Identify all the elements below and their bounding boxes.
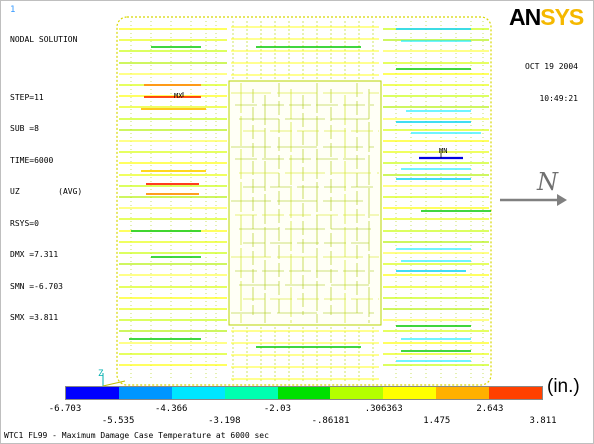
legend-tick-label: 1.475 <box>423 416 451 426</box>
legend-tick-label: -6.703 <box>48 404 82 414</box>
info-line-smn: SMN =-6.703 <box>10 281 63 291</box>
floor-beams <box>119 21 491 381</box>
solution-info-block: NODAL SOLUTION STEP=11 SUB =8 TIME=6000 … <box>10 14 82 345</box>
legend-tick-label: -4.366 <box>154 404 188 414</box>
info-line-dmx: DMX =7.311 <box>10 250 59 259</box>
legend-color-band <box>277 387 331 399</box>
legend-color-band <box>224 387 278 399</box>
core-boundary <box>228 80 382 326</box>
legend-color-band <box>489 387 543 399</box>
contour-legend-bar <box>65 386 543 400</box>
legend-tick-label: -.86181 <box>311 416 350 426</box>
logo-part-an: AN <box>509 4 541 30</box>
floor-perimeter <box>116 16 492 386</box>
legend-tick-label: -2.03 <box>263 404 291 414</box>
floor-outline <box>116 16 492 386</box>
solution-label: NODAL SOLUTION <box>10 35 78 44</box>
timestamp-block: OCT 19 2004 10:49:21 <box>525 41 578 125</box>
info-line-rsys: RSYS=0 <box>10 218 39 228</box>
legend-tick-label: 2.643 <box>476 404 504 414</box>
window-number: 1 <box>10 5 16 15</box>
legend-tick-label: -3.198 <box>208 416 241 426</box>
info-line-step: STEP=11 <box>10 92 44 102</box>
legend-unit-label: (in.) <box>547 376 580 397</box>
info-line-sub: SUB =8 <box>10 124 39 133</box>
axis-triad-label: Z <box>98 369 104 379</box>
legend-color-band <box>66 387 119 399</box>
extreme-markers <box>182 92 463 160</box>
legend-color-band <box>118 387 172 399</box>
min-marker-label: MN <box>439 147 448 155</box>
legend-tick-label: 3.811 <box>529 416 557 426</box>
north-arrow <box>500 194 567 206</box>
info-line-uz: UZ (AVG) <box>10 187 83 196</box>
max-marker-label: MX <box>174 92 183 100</box>
north-label: N <box>537 168 558 196</box>
legend-tick-label: -5.535 <box>101 416 135 426</box>
core-grid <box>228 80 382 326</box>
legend-tick-label: .306363 <box>364 404 403 414</box>
ansys-logo: ANSYS <box>509 4 584 30</box>
legend-color-band <box>330 387 384 399</box>
plot-time: 10:49:21 <box>539 93 578 103</box>
legend-color-band <box>436 387 490 399</box>
axis-triad <box>102 373 126 387</box>
logo-part-sys: SYS <box>540 4 584 30</box>
plot-caption: WTC1 FL99 - Maximum Damage Case Temperat… <box>4 431 269 440</box>
info-line-smx: SMX =3.811 <box>10 313 59 322</box>
legend-color-band <box>171 387 225 399</box>
legend-color-band <box>383 387 437 399</box>
info-line-time: TIME=6000 <box>10 155 54 165</box>
plot-date: OCT 19 2004 <box>525 62 578 71</box>
